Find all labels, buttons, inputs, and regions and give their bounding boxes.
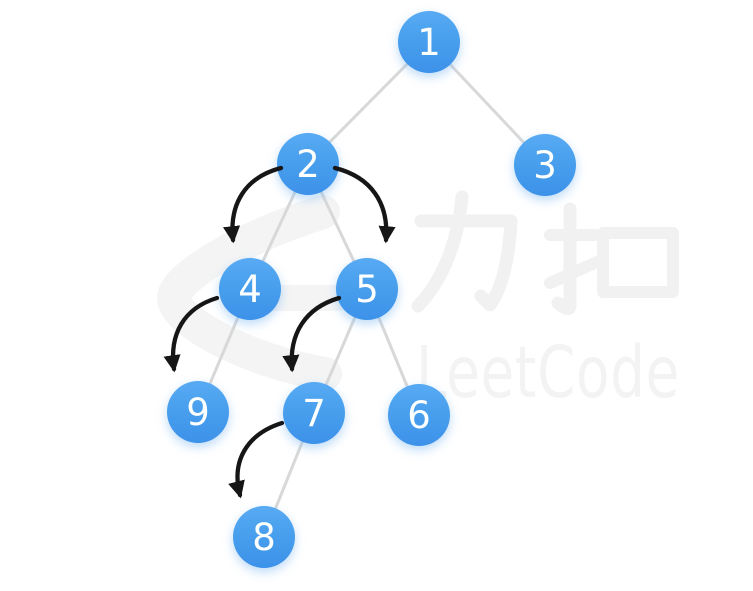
- node-circle: [219, 258, 281, 320]
- node-circle: [167, 381, 229, 443]
- node-value: 6: [407, 394, 431, 437]
- node-value: 7: [302, 392, 326, 435]
- node-circle: [398, 11, 460, 73]
- arrow-2-to-4: [222, 165, 284, 244]
- node-value: 2: [296, 143, 320, 186]
- tree-node-4: 4: [219, 258, 281, 320]
- arrow-5-to-7: [282, 295, 342, 373]
- traversal-arrows: [163, 165, 396, 499]
- tree-node-1: 1: [398, 11, 460, 73]
- tree-node-5: 5: [336, 258, 398, 320]
- tree-node-8: 8: [233, 506, 295, 568]
- tree-node-6: 6: [388, 384, 450, 446]
- tree-node-7: 7: [283, 382, 345, 444]
- node-value: 4: [238, 268, 262, 311]
- node-value: 1: [417, 21, 441, 64]
- cjk-mouth-box: [597, 227, 679, 298]
- arrow-7-to-8: [228, 420, 285, 499]
- tree-nodes: 1 2 3 4 5 9 7: [167, 11, 576, 568]
- arrow-4-to-9: [163, 295, 220, 373]
- node-value: 3: [533, 144, 557, 187]
- node-circle: [233, 506, 295, 568]
- cjk-li-stroke-2: [411, 190, 469, 313]
- node-value: 5: [355, 268, 379, 311]
- node-circle: [277, 133, 339, 195]
- node-value: 8: [252, 516, 276, 559]
- cjk-kou-radical-rising: [544, 256, 603, 289]
- cjk-li-stroke-1: [414, 214, 518, 312]
- tree-node-9: 9: [167, 381, 229, 443]
- node-value: 9: [186, 391, 210, 434]
- node-circle: [514, 134, 576, 196]
- watermark-cjk: 力扣: [411, 190, 679, 315]
- tree-node-2: 2: [277, 133, 339, 195]
- watermark-latin-text: LeetCode: [416, 331, 680, 414]
- node-circle: [283, 382, 345, 444]
- leetcode-logo-arc: [157, 195, 342, 391]
- cjk-kou-radical-vertical: [551, 202, 577, 315]
- arrow-2-to-5: [332, 165, 396, 244]
- node-circle: [336, 258, 398, 320]
- node-circle: [388, 384, 450, 446]
- tree-node-3: 3: [514, 134, 576, 196]
